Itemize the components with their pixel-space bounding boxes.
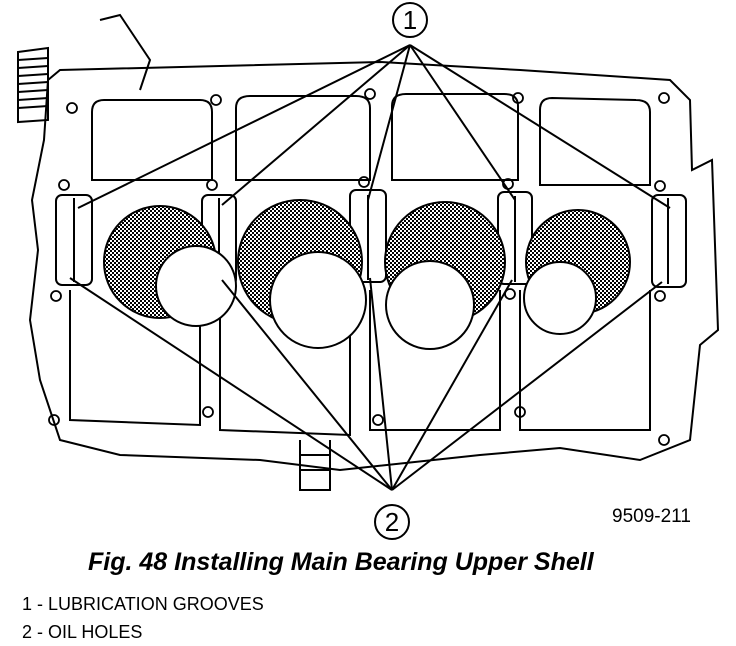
callout-2-number: 2	[385, 507, 399, 537]
engine-block-diagram: 1 2	[17, 2, 720, 540]
figure-number: 9509-211	[612, 506, 691, 527]
legend-item-lubrication-grooves: 1 - LUBRICATION GROOVES	[22, 594, 264, 614]
callout-1-number: 1	[403, 5, 417, 35]
crankshaft-journals	[103, 199, 631, 350]
legend-item-oil-holes: 2 - OIL HOLES	[22, 622, 143, 642]
callout-1: 1	[392, 2, 428, 38]
leader-lines	[69, 44, 671, 491]
callout-2: 2	[374, 504, 410, 540]
engine-block-outline	[17, 13, 720, 491]
figure-caption: Fig. 48 Installing Main Bearing Upper Sh…	[88, 548, 594, 576]
